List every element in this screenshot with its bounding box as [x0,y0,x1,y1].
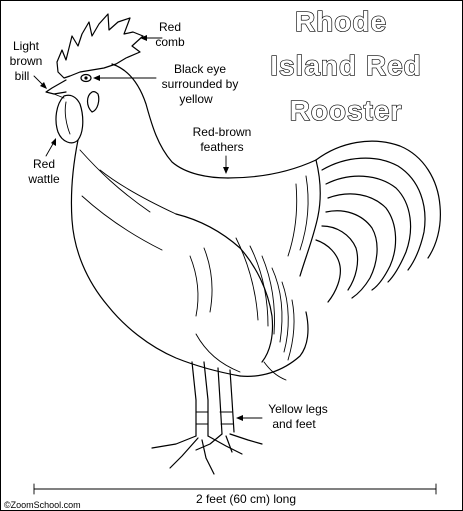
back [227,159,317,179]
label-eye: Black eye surrounded by yellow [93,62,238,106]
breast [70,139,241,377]
right-leg [217,367,235,435]
label-bill-line-3: bill [15,69,30,83]
wing [175,213,274,363]
tail [315,140,441,259]
left-foot [151,435,243,475]
beak [45,79,67,95]
ear-lobe [86,91,100,113]
title-line-1: Rhode [295,6,387,37]
label-bill: Light brown bill [10,39,47,89]
label-feathers-line-1: Red-brown [193,125,252,139]
head-back [111,63,229,179]
comb [56,13,144,79]
arrow-wattle [45,141,55,157]
saddle [299,159,321,277]
belly [239,311,309,377]
label-legs-line-2: and feet [272,417,316,431]
label-wattle: Red wattle [27,138,60,186]
label-legs-line-1: Yellow legs [268,402,328,416]
label-wattle-line-2: wattle [27,172,60,186]
eye-ring [80,73,92,83]
scale-bar: 2 feet (60 cm) long [33,483,437,506]
label-eye-line-2: surrounded by [162,77,239,91]
rooster-drawing [45,13,441,475]
title: Rhode Island Red Rooster [270,5,422,126]
wattle [55,94,84,144]
credit: ©ZoomSchool.com [4,500,81,510]
scale-text: 2 feet (60 cm) long [196,492,296,506]
title-line-2: Island Red [270,50,422,81]
label-feathers: Red-brown feathers [193,125,252,174]
title-line-3: Rooster [290,95,403,126]
label-feathers-line-2: feathers [200,140,243,154]
label-bill-line-2: brown [10,54,43,68]
label-wattle-line-1: Red [33,157,55,171]
label-comb-line-2: comb [155,35,185,49]
label-bill-line-1: Light [13,39,40,53]
label-legs: Yellow legs and feet [236,402,328,431]
left-leg [191,361,209,437]
label-comb: Red comb [140,20,185,49]
label-comb-line-1: Red [159,20,181,34]
label-eye-line-1: Black eye [174,62,226,76]
right-foot [195,433,263,453]
eye [84,76,88,80]
label-eye-line-3: yellow [179,92,213,106]
